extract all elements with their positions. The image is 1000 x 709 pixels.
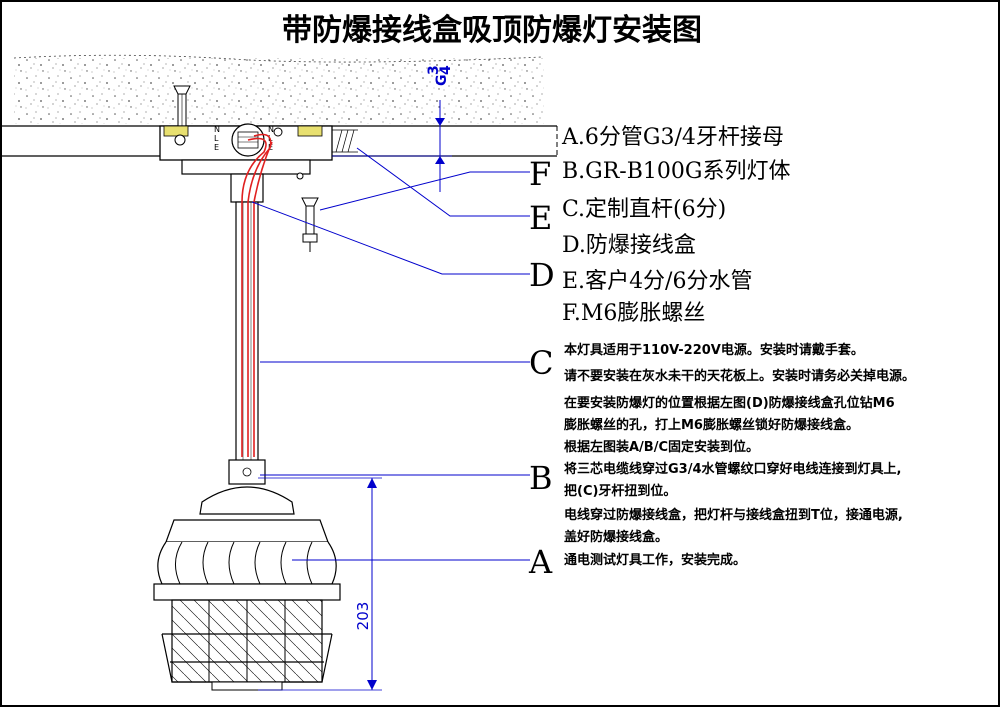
- part-d: D.防爆接线盒: [562, 233, 696, 258]
- terminal-label-1: N: [214, 125, 220, 134]
- callout-c: C: [529, 344, 553, 382]
- height-value: 203: [354, 602, 372, 631]
- note-7: 把(C)牙杆扭到位。: [564, 483, 676, 499]
- thread-letter: G: [434, 75, 450, 87]
- note-1: 本灯具适用于110V-220V电源。安装时请戴手套。: [564, 342, 864, 358]
- expansion-bolt: [296, 172, 319, 252]
- power-wires: [241, 133, 273, 457]
- thread-dimension: G 3 4: [332, 65, 454, 192]
- note-9: 盖好防爆接线盒。: [564, 529, 668, 545]
- part-e: E.客户4分/6分水管: [562, 269, 752, 294]
- note-4: 膨胀螺丝的孔，打上M6膨胀螺丝锁好防爆接线盒。: [563, 417, 859, 433]
- ceiling: [2, 54, 558, 157]
- height-dimension: 203: [258, 477, 382, 691]
- note-8: 电线穿过防爆接线盒，把灯杆与接线盒扭到T位，接通电源,: [564, 507, 903, 523]
- callout-b: B: [529, 459, 553, 497]
- terminal-label-2: L: [214, 134, 219, 143]
- callout-f: F: [529, 155, 551, 193]
- part-f: F.M6膨胀螺丝: [562, 301, 705, 326]
- leader-lines: [251, 147, 530, 561]
- terminal-label-4: N: [268, 125, 274, 134]
- junction-box: N L E N L E: [159, 123, 358, 175]
- lamp-body: [153, 459, 341, 691]
- part-b: B.GR-B100G系列灯体: [562, 159, 790, 184]
- straight-rod: [230, 173, 264, 463]
- callout-e: E: [529, 199, 552, 237]
- part-a: A.6分管G3/4牙杆接母: [561, 125, 784, 150]
- installation-notes: 本灯具适用于110V-220V电源。安装时请戴手套。 请不要安装在灰水未干的天花…: [563, 342, 915, 568]
- part-c: C.定制直杆(6分): [562, 197, 726, 222]
- note-6: 将三芯电缆线穿过G3/4水管螺纹口穿好电线连接到灯具上,: [564, 461, 901, 477]
- thread-numerator: 3: [426, 65, 442, 75]
- note-3: 在要安装防爆灯的位置根据左图(D)防爆接线盒孔位钻M6: [564, 395, 895, 411]
- page-title: 带防爆接线盒吸顶防爆灯安装图: [282, 13, 702, 48]
- callout-d: D: [529, 256, 555, 294]
- thread-denominator: 4: [438, 65, 454, 75]
- note-5: 根据左图装A/B/C固定安装到位。: [564, 439, 759, 455]
- parts-list: A.6分管G3/4牙杆接母 B.GR-B100G系列灯体 C.定制直杆(6分) …: [561, 125, 790, 326]
- terminal-label-3: E: [214, 143, 219, 152]
- note-2: 请不要安装在灰水未干的天花板上。安装时请务必关掉电源。: [564, 368, 915, 384]
- note-10: 通电测试灯具工作，安装完成。: [564, 552, 746, 568]
- ceiling-anchor: [173, 85, 191, 127]
- callout-a: A: [528, 543, 553, 581]
